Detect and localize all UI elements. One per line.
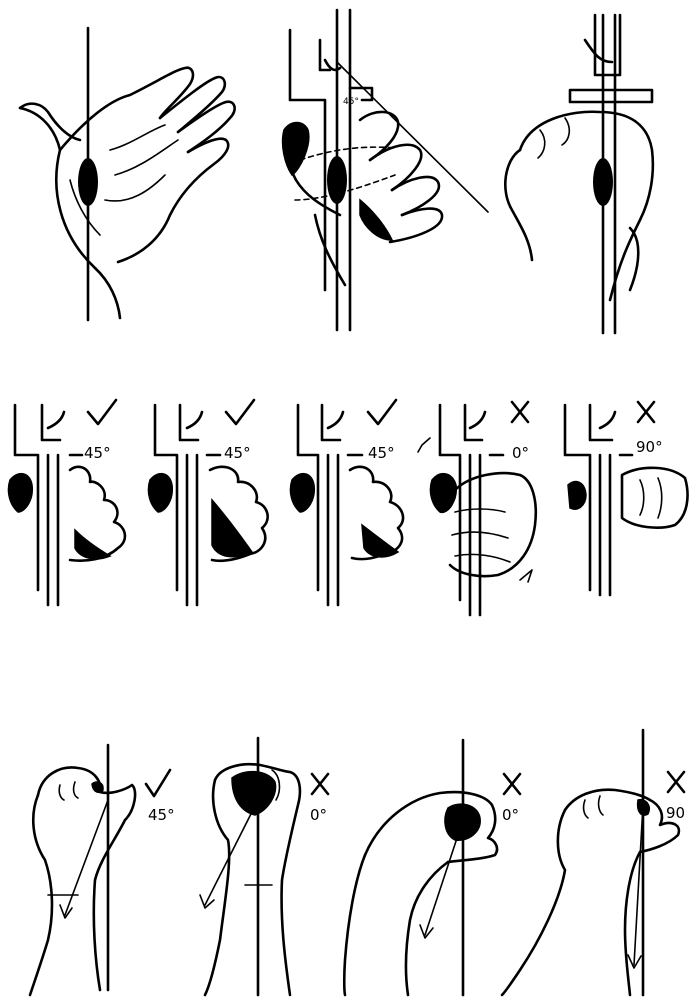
bottom-angle-1: 45°	[148, 806, 175, 824]
bottom-wrist-2: 0°	[200, 738, 328, 995]
middle-grip-2: 45°	[148, 400, 267, 605]
bottom-angle-2: 0°	[310, 806, 327, 824]
middle-grip-3: 45°	[290, 400, 403, 605]
bottom-wrist-3: 0°	[344, 740, 520, 995]
bottom-wrist-1: 45°	[30, 745, 175, 995]
open-palm-panel	[20, 28, 235, 320]
middle-grip-1: 45°	[8, 400, 125, 605]
middle-angle-1: 45°	[84, 444, 111, 462]
bottom-angle-3: 0°	[502, 806, 519, 824]
middle-angle-3: 45°	[368, 444, 395, 462]
bottom-angle-4: 90	[666, 804, 685, 822]
angle-reference-line	[337, 62, 488, 212]
bottom-wrist-4: 90	[502, 730, 685, 995]
middle-angle-5: 90°	[636, 438, 663, 456]
middle-angle-2: 45°	[224, 444, 251, 462]
top-angle-label: 45°	[343, 97, 359, 107]
grip-45-panel: 45°	[283, 10, 488, 330]
middle-grip-4: 0°	[418, 402, 536, 615]
pressure-point-marker	[78, 158, 98, 206]
fist-back-panel	[505, 15, 653, 333]
middle-grip-5: 90°	[565, 402, 688, 595]
middle-angle-4: 0°	[512, 444, 529, 462]
